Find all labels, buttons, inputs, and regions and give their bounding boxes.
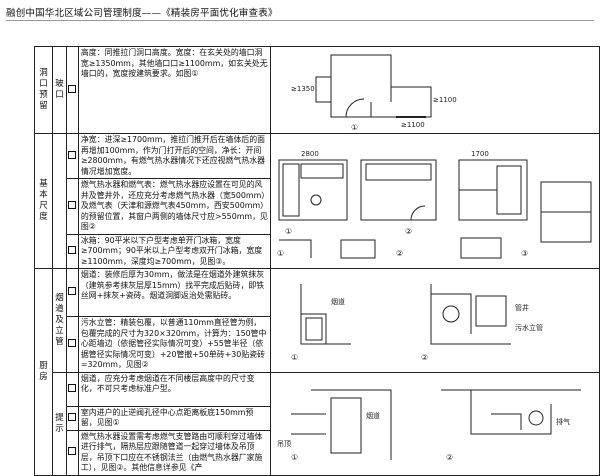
figure-number: ② [396, 249, 403, 258]
figure-cell: ≥1100 ≥1350 ≥1100 ① [269, 46, 600, 134]
dimension-label: 1700 [471, 150, 489, 158]
figure-cell: 烟道 吊顶 ① 排气 ② [269, 371, 600, 476]
dimension-label: ≥1350 [291, 85, 315, 93]
table-row: 燃气热水器和燃气表：燃气热水器应设置在可见的风井及管井外，还应充分考虑燃气热水器… [35, 178, 600, 235]
category-cell: 厨房 [34, 268, 53, 476]
table-row: 基本尺度 净宽：进深≥1700mm，推拉门推开后在墙体后的面再增加100mm，作… [34, 133, 600, 269]
checkbox-cell [65, 371, 79, 407]
checkbox-cell [65, 405, 79, 431]
subcategory-cell: 提示 [51, 371, 67, 476]
figure-cell: 烟道 ① 管井 污水立管 ② [269, 268, 600, 373]
annotation-label: 管井 [515, 303, 529, 312]
figure-number: ① [291, 453, 298, 462]
subcategory-cell [51, 133, 67, 269]
checkbox[interactable] [68, 84, 77, 93]
header-divider [6, 20, 594, 21]
checkbox[interactable] [68, 412, 77, 421]
table-row: 冰箱：90平米以下户型考虑单开门冰箱，宽度≥700mm；90平米以上户型考虑双开… [35, 233, 600, 269]
annotation-label: 烟道 [366, 411, 380, 420]
checkbox[interactable] [68, 245, 77, 254]
checkbox-cell [65, 178, 79, 235]
requirement-text: 燃气热水器和燃气表：燃气热水器应设置在可见的风井及管井外，还应充分考虑燃气热水器… [77, 178, 271, 235]
kitchen-layout-figure: 2800 ① ② 1700 ① ② ③ [277, 150, 592, 258]
checkbox[interactable] [68, 287, 77, 296]
checkbox[interactable] [68, 447, 77, 456]
subcategory-cell: 烟道及立管 [51, 268, 67, 373]
requirement-text: 烟道，应充分考虑烟道在不同楼层高度中的尺寸变化，不可只考虑标准户型。 [77, 371, 271, 407]
checkbox-cell [65, 46, 79, 134]
figure-number: ② [405, 227, 412, 236]
checkbox-cell [65, 268, 79, 317]
annotation-label: 吊顶 [277, 440, 291, 448]
dimension-label: 2800 [301, 150, 319, 158]
dimension-label: ≥1100 [401, 121, 425, 129]
table-row: 污水立管：精装包覆，以普通110mm直径管为例，包覆完成的尺寸为320×320m… [35, 316, 600, 373]
figure-number: ① [351, 123, 358, 132]
table-row: 洞口预留 玻口 高度：同推拉门洞口高度。宽度：在玄关处的墙口洞宽≥1350mm，… [34, 46, 600, 134]
figure-number: ① [277, 249, 284, 258]
document-header: 融创中国华北区域公司管理制度——《精装房平面优化审查表》 [6, 8, 278, 19]
dimension-label: ≥1100 [433, 96, 457, 104]
hint-figure: 烟道 吊顶 ① 排气 ② [277, 389, 581, 462]
checkbox-cell [65, 316, 79, 373]
annotation-label: 污水立管 [515, 323, 543, 332]
requirement-text: 室内进户的止逆阀孔径中心点距离板底150mm预留，见图① [77, 405, 271, 431]
checkbox[interactable] [68, 338, 77, 347]
figure-number: ② [446, 453, 453, 462]
checkbox[interactable] [68, 150, 77, 159]
requirement-text: 污水立管：精装包覆，以普通110mm直径管为例，包覆完成的尺寸为320×320m… [77, 316, 271, 373]
review-table: 洞口预留 玻口 高度：同推拉门洞口高度。宽度：在玄关处的墙口洞宽≥1350mm，… [34, 46, 600, 476]
flue-riser-figure: 烟道 ① 管井 污水立管 ② [291, 283, 543, 362]
requirement-text: 烟道：装修后厚为30mm，做法是在烟道外建筑抹灰（建筑参考抹灰层厚15mm）找平… [77, 268, 271, 317]
table-row: 厨房 烟道及立管 烟道：装修后厚为30mm，做法是在烟道外建筑抹灰（建筑参考抹灰… [34, 268, 600, 476]
figure-number: ② [421, 353, 428, 362]
checkbox-cell [65, 133, 79, 179]
door-opening-figure: ≥1100 ≥1350 ≥1100 ① [291, 54, 457, 132]
figure-cell: 2800 ① ② 1700 ① ② ③ [269, 133, 600, 269]
checkbox[interactable] [68, 383, 77, 392]
requirement-text: 冰箱：90平米以下户型考虑单开门冰箱，宽度≥700mm；90平米以上户型考虑双开… [77, 233, 271, 269]
category-cell: 洞口预留 [34, 46, 53, 134]
figure-number: ③ [521, 249, 528, 258]
subcategory-cell: 玻口 [51, 46, 67, 134]
checkbox-cell [65, 429, 79, 476]
figure-number: ① [285, 227, 292, 236]
table-row: 提示 烟道，应充分考虑烟道在不同楼层高度中的尺寸变化，不可只考虑标准户型。 烟道… [35, 371, 600, 476]
requirement-text: 燃气热水器设置需考虑燃气支管路由可顺利穿过墙体进行排气，隔热层应跟随管道一起穿过… [77, 429, 271, 476]
requirement-text: 高度：同推拉门洞口高度。宽度：在玄关处的墙口洞宽≥1350mm，其他墙口口≥11… [77, 46, 271, 134]
annotation-label: 排气 [556, 417, 570, 426]
figure-number: ① [291, 353, 298, 362]
requirement-text: 净宽：进深≥1700mm，推拉门推开后在墙体后的面再增加100mm，作为门打开后… [77, 133, 271, 179]
category-cell: 基本尺度 [34, 133, 53, 269]
annotation-label: 烟道 [331, 297, 345, 306]
checkbox-cell [65, 233, 79, 269]
checkbox[interactable] [68, 200, 77, 209]
